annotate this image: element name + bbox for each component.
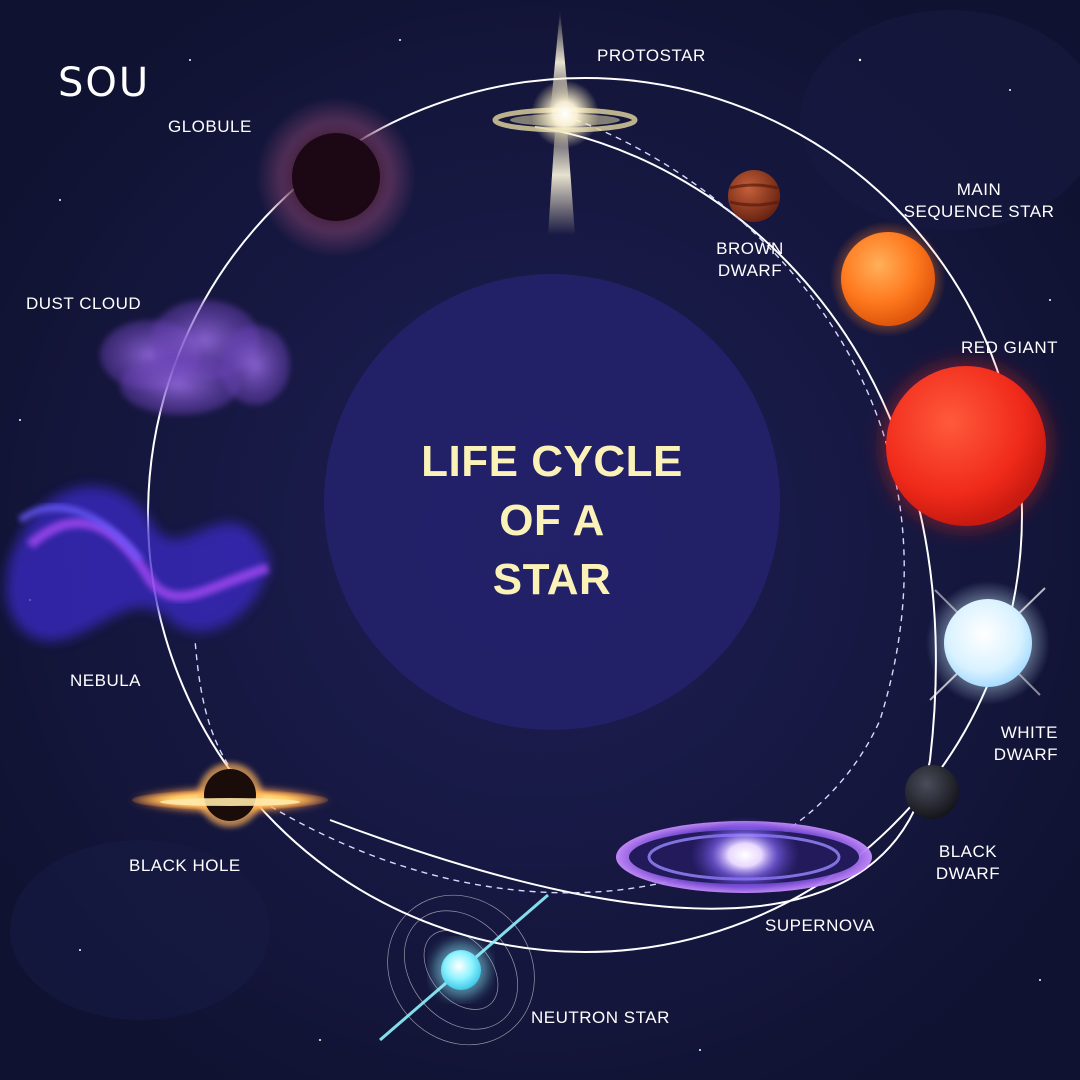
globule-illustration xyxy=(256,97,416,257)
brown-dwarf-line-1: BROWN xyxy=(716,239,784,258)
black-dwarf-line-2: DWARF xyxy=(935,864,1001,883)
dust-cloud-illustration xyxy=(100,300,290,415)
inner-orbit-ring xyxy=(329,126,937,910)
diagram-title: LIFE CYCLE OF A STAR xyxy=(352,432,752,609)
brown-dwarf-line-2: DWARF xyxy=(717,261,783,280)
title-line-1: LIFE CYCLE xyxy=(421,437,683,486)
background-haze xyxy=(10,840,270,1020)
central-disc xyxy=(324,274,780,730)
background-haze xyxy=(800,10,1080,230)
label-dust-cloud: DUST CLOUD xyxy=(26,294,142,313)
label-supernova: SUPERNOVA xyxy=(765,916,875,935)
supernova-illustration xyxy=(616,817,872,893)
main-sequence-line-1: MAIN xyxy=(956,180,1002,199)
protostar-core xyxy=(531,80,599,148)
protostar-illustration xyxy=(492,10,638,235)
label-brown-dwarf: BROWN DWARF xyxy=(700,238,800,282)
white-dwarf-illustration xyxy=(926,581,1050,705)
label-black-hole: BLACK HOLE xyxy=(129,856,241,875)
label-white-dwarf: WHITE DWARF xyxy=(958,722,1058,766)
background-stars xyxy=(19,39,1051,1051)
white-dwarf-line-2: DWARF xyxy=(993,745,1058,764)
neutron-star-illustration xyxy=(379,893,549,1046)
label-protostar: PROTOSTAR xyxy=(597,46,706,65)
label-globule: GLOBULE xyxy=(168,117,252,136)
red-giant-illustration xyxy=(871,351,1061,541)
black-hole-core xyxy=(204,769,256,821)
main-sequence-star-illustration xyxy=(830,221,946,337)
black-hole-illustration xyxy=(128,763,332,827)
label-nebula: NEBULA xyxy=(70,671,142,690)
globule-core xyxy=(292,133,380,221)
title-line-3: STAR xyxy=(492,555,612,604)
title-line-2: OF A xyxy=(499,496,605,545)
white-dwarf-line-1: WHITE xyxy=(1000,723,1058,742)
label-red-giant: RED GIANT xyxy=(961,338,1059,357)
brown-dwarf-illustration xyxy=(728,170,780,222)
black-dwarf-line-1: BLACK xyxy=(938,842,998,861)
label-black-dwarf: BLACK DWARF xyxy=(918,841,1018,885)
main-sequence-line-2: SEQUENCE STAR xyxy=(903,202,1055,221)
neutron-star-core xyxy=(441,950,481,990)
label-main-sequence-star: MAIN SEQUENCE STAR xyxy=(898,179,1060,223)
black-dwarf-illustration xyxy=(905,765,959,819)
label-neutron-star: NEUTRON STAR xyxy=(531,1008,670,1027)
brand-logo: SOU xyxy=(58,60,151,106)
nebula-illustration xyxy=(6,486,270,641)
